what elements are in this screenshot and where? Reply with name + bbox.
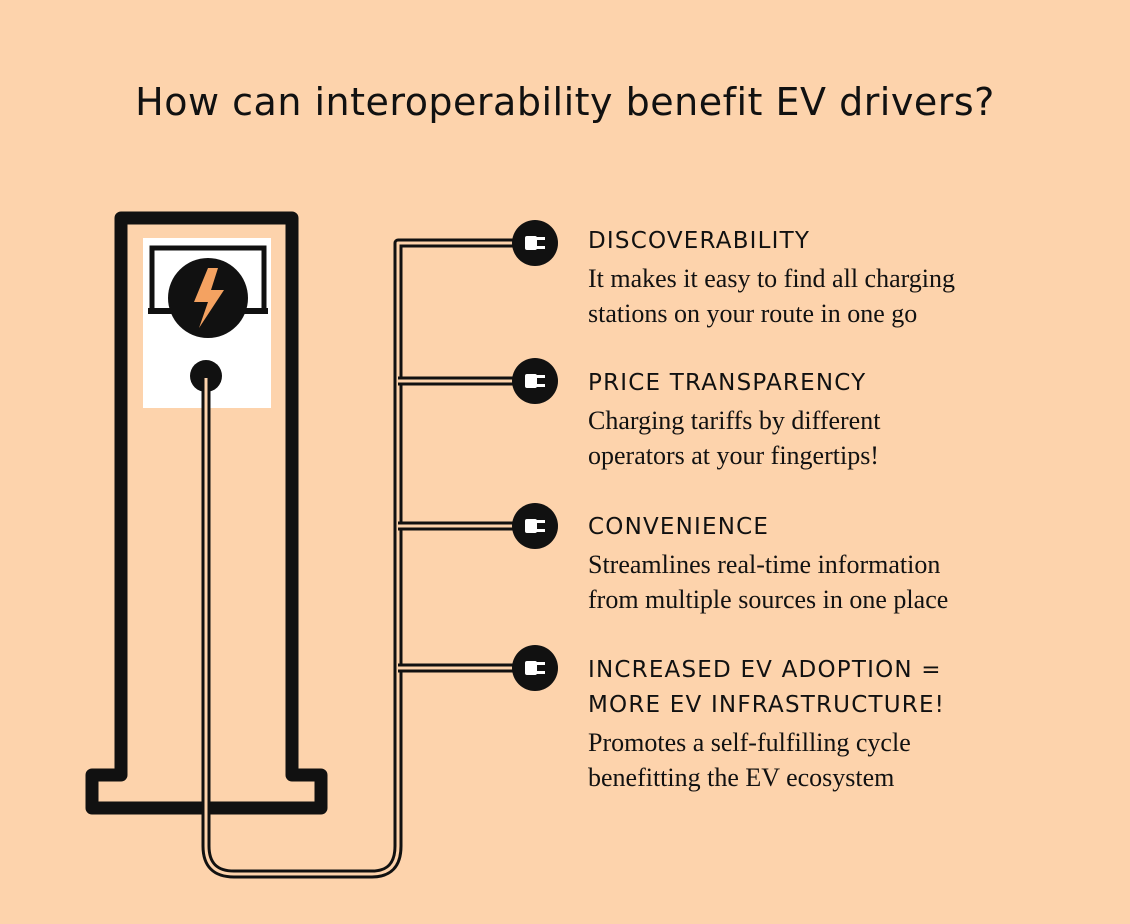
plug-icon [512,358,558,404]
benefit-heading: PRICE TRANSPARENCY [588,370,867,396]
plug-icon [512,503,558,549]
benefit-price-transparency: PRICE TRANSPARENCY Charging tariffs by d… [588,366,1088,473]
benefit-description: Charging tariffs by different operators … [588,406,881,470]
benefit-heading: CONVENIENCE [588,514,770,540]
plug-icon [512,645,558,691]
benefit-description: Streamlines real-time information from m… [588,550,949,614]
benefit-description: Promotes a self-fulfilling cycle benefit… [588,728,911,792]
benefit-discoverability: DISCOVERABILITY It makes it easy to find… [588,224,1088,331]
benefit-increased-ev-adoption: INCREASED EV ADOPTION = MORE EV INFRASTR… [588,653,1088,795]
benefit-heading: INCREASED EV ADOPTION = MORE EV INFRASTR… [588,657,946,718]
charging-cable [201,238,528,879]
plug-icon [512,220,558,266]
benefit-description: It makes it easy to find all charging st… [588,264,956,328]
charging-station-icon [85,211,328,815]
lightning-bolt-icon [194,268,224,328]
page-title: How can interoperability benefit EV driv… [135,80,995,124]
benefit-heading: DISCOVERABILITY [588,228,811,254]
benefit-convenience: CONVENIENCE Streamlines real-time inform… [588,510,1088,617]
